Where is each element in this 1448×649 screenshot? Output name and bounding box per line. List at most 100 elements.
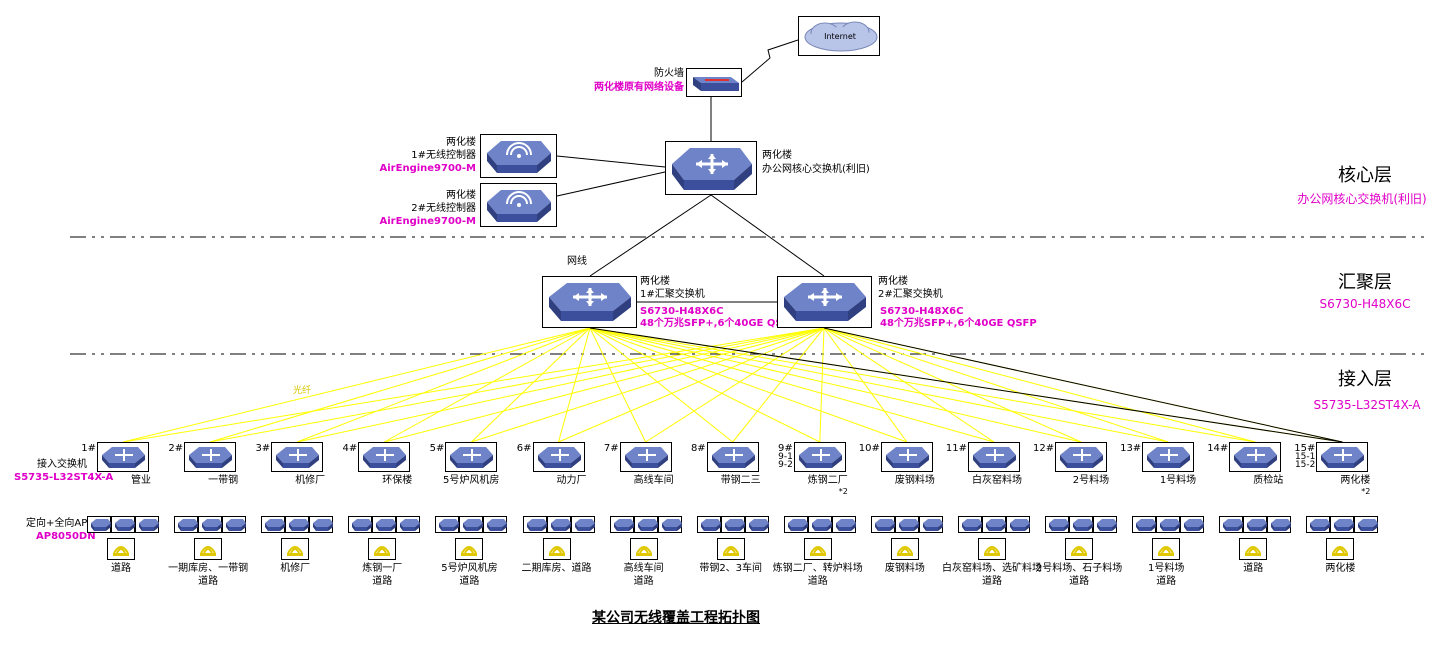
layer-access-name: 接入层 [1338, 369, 1392, 390]
coverage-area-icon [716, 538, 745, 560]
access-point [831, 516, 856, 533]
agg1-model: S6730-H48X6C [640, 306, 724, 317]
ap-icon [526, 519, 547, 531]
coverage-area-label: 道路 [1243, 563, 1264, 574]
fiber-link [589, 327, 995, 443]
coverage-area-label-2: 道路 [982, 576, 1002, 587]
coverage-icon [1071, 546, 1088, 556]
wireless-controller-icon [487, 190, 551, 222]
coverage-area-icon [368, 538, 397, 560]
agg2-line1: 两化楼 [878, 276, 908, 287]
ap-icon [178, 519, 199, 531]
fiber-link [589, 327, 647, 443]
internet-label: Internet [824, 32, 856, 41]
coverage-area-icon [455, 538, 484, 560]
coverage-area-icon [1152, 538, 1181, 560]
ap-icon [787, 519, 808, 531]
access-point [633, 516, 658, 533]
fiber-link [589, 327, 1169, 443]
coverage-area-label-2: 道路 [1156, 576, 1177, 587]
switch-icon [276, 447, 320, 468]
wan-link [741, 39, 799, 83]
coverage-area-label: 带钢2、3车间 [699, 563, 763, 574]
access-point [1243, 516, 1268, 533]
core-switch [665, 141, 757, 195]
ap-icon [1358, 519, 1379, 531]
coverage-area-label-2: 道路 [1069, 576, 1090, 587]
layer-access-model: S5735-L32ST4X-A [1313, 398, 1421, 412]
coverage-area-label: 高线车间 [623, 563, 664, 574]
switch-icon [450, 447, 494, 468]
access-switch-location: 动力厂 [556, 475, 587, 486]
access-switch [880, 442, 933, 472]
ap-icon [1271, 519, 1292, 531]
ap-icon [874, 519, 895, 531]
access-switch-number: 11# [945, 443, 967, 454]
access-point [1306, 516, 1331, 533]
ap-icon [1136, 519, 1157, 531]
fiber-link [384, 327, 825, 443]
fiber-link [471, 327, 591, 443]
core-line2: 办公网核心交换机(利旧) [762, 164, 870, 175]
coverage-area-label: 两化楼 [1325, 563, 1356, 574]
access-point [696, 516, 721, 533]
fiber-link [589, 327, 908, 443]
coverage-area-label-2: 道路 [198, 576, 219, 587]
agg1-line1: 两化楼 [640, 276, 670, 287]
coverage-area-icon [107, 538, 135, 560]
switch-icon [1234, 447, 1278, 468]
firewall-icon [693, 77, 739, 91]
access-point [435, 516, 460, 533]
ap-model: AP8050DN [36, 531, 96, 542]
ap-icon [1310, 519, 1331, 531]
coverage-area-icon [542, 538, 571, 560]
copper-link [589, 327, 1343, 443]
access-switch-number: 5# [429, 443, 445, 454]
access-switch [97, 442, 149, 472]
ap-icon [986, 519, 1006, 531]
coverage-icon [461, 546, 478, 556]
coverage-area-label: 炼钢二厂、转炉料场 [772, 563, 863, 574]
access-point [918, 516, 943, 533]
access-point [1330, 516, 1355, 533]
switch-icon [1060, 447, 1104, 468]
switch-icon [549, 283, 631, 321]
access-point [720, 516, 745, 533]
ap-icon [898, 519, 919, 531]
ap-icon [1097, 519, 1118, 531]
agg2-model: S6730-H48X6C [880, 306, 964, 317]
ac1-line1: 两化楼 [446, 137, 476, 148]
layer-core-name: 核心层 [1338, 165, 1392, 186]
fiber-link [122, 327, 825, 443]
access-switch [706, 442, 759, 472]
coverage-icon [896, 546, 913, 556]
agg1-ports: 48个万兆SFP+,6个40GE QSFP [640, 318, 797, 329]
coverage-icon [548, 546, 565, 556]
switch-icon [711, 447, 755, 468]
fiber-link [823, 327, 908, 443]
fiber-link [823, 327, 995, 443]
fiber-link [210, 327, 825, 443]
access-switch-location: 管业 [131, 475, 151, 486]
access-point [135, 516, 159, 533]
coverage-area-label: 2号料场、石子料场 [1035, 563, 1123, 574]
access-point [309, 516, 334, 533]
access-switch [1316, 442, 1369, 472]
ap-icon [376, 519, 397, 531]
switch-icon [798, 447, 842, 468]
ap-icon [1334, 519, 1355, 531]
coverage-area-icon [803, 538, 832, 560]
wangxian-label: 网线 [567, 256, 587, 267]
coverage-area-label: 机修厂 [280, 563, 311, 574]
ap-icon [352, 519, 373, 531]
ap-icon [1073, 519, 1094, 531]
access-switch-number: 2# [168, 443, 184, 454]
ap-icon [1049, 519, 1070, 531]
core-agg-link [710, 194, 825, 277]
coverage-area-label: 道路 [111, 563, 131, 574]
access-point [609, 516, 634, 533]
coverage-area-label: 二期库房、道路 [521, 563, 592, 574]
access-point [870, 516, 895, 533]
access-point [348, 516, 373, 533]
coverage-area-icon [1326, 538, 1355, 560]
